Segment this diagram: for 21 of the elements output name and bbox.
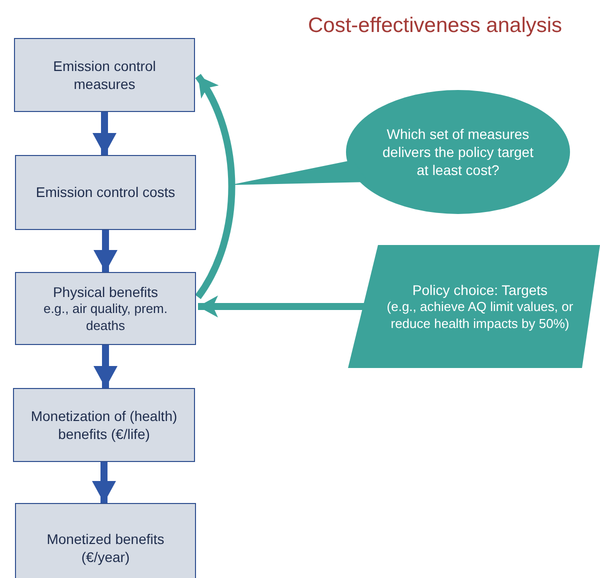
diagram-title: Cost-effectiveness analysis: [306, 13, 564, 39]
arrow: [198, 296, 364, 318]
process-box: [14, 38, 195, 112]
node-label: Emission control measures: [52, 56, 157, 94]
process-box: [15, 155, 196, 230]
node-label: Monetized benefits (€/year): [46, 530, 166, 566]
process-box: [15, 272, 196, 345]
arrow: [195, 74, 236, 299]
arrow: [92, 462, 116, 503]
process-box: [15, 503, 196, 578]
node-label: Emission control costs: [36, 183, 176, 202]
node-label: Monetization of (health) benefits (€/life): [30, 406, 178, 444]
arrow: [92, 112, 116, 155]
node-label: Which set of measures delivers the policy target at least cost?: [382, 124, 534, 180]
node-detail: e.g., air quality, prem. deaths: [42, 300, 169, 334]
node-label: Policy choice: Targets: [412, 280, 548, 299]
node-detail: (e.g., achieve AQ limit values, or reduce health impacts by 50%): [386, 298, 574, 332]
arrow: [94, 230, 118, 272]
node-label: Physical benefits: [52, 282, 158, 301]
arrow: [94, 345, 118, 388]
process-box: [13, 388, 195, 462]
